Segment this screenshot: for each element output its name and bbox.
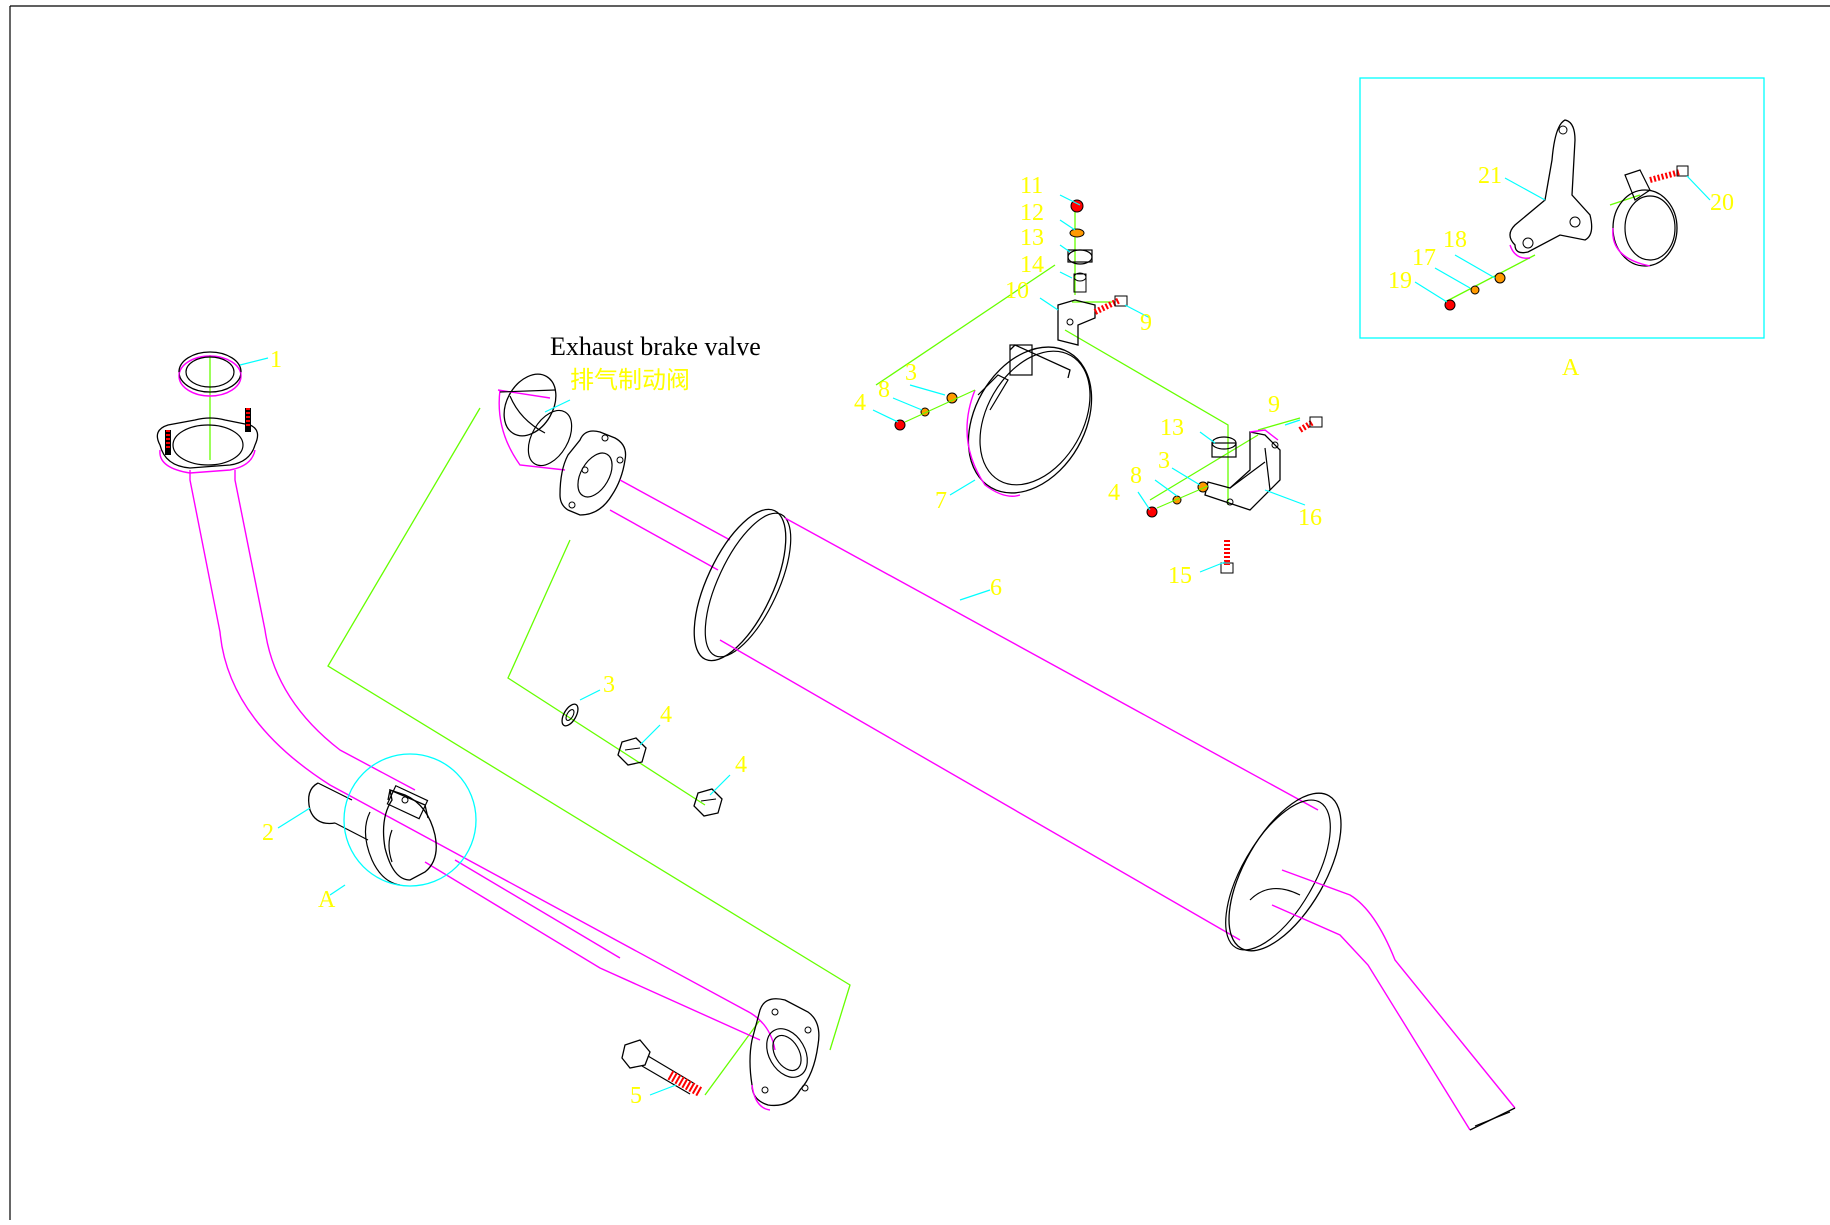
callout-7: 7 [935, 488, 947, 514]
leader-lines [239, 175, 1711, 1096]
callout-3-right: 3 [1158, 448, 1170, 474]
callout-9-right: 9 [1268, 392, 1280, 418]
title-english: Exhaust brake valve [550, 332, 761, 361]
callout-11: 11 [1020, 173, 1043, 199]
title-chinese: 排气制动阀 [570, 366, 690, 394]
callout-1: 1 [270, 347, 282, 373]
detail-a-parts [1444, 119, 1689, 311]
callout-18: 18 [1443, 227, 1467, 253]
callout-4-mid-a: 4 [660, 702, 672, 728]
valve-flange [559, 430, 627, 516]
callout-17: 17 [1412, 245, 1436, 271]
callout-12: 12 [1020, 200, 1044, 226]
detail-a-box-label: A [1562, 355, 1580, 381]
callout-15: 15 [1168, 563, 1192, 589]
washer-nut-set-mid [561, 703, 723, 817]
callout-2: 2 [262, 820, 274, 846]
callout-10: 10 [1005, 278, 1029, 304]
detail-a-box [1359, 77, 1765, 339]
callout-20: 20 [1710, 190, 1734, 216]
bracket-16 [1146, 416, 1323, 574]
gasket-ring [178, 351, 242, 397]
callout-4-right: 4 [1108, 480, 1120, 506]
exhaust-brake-valve [497, 373, 573, 471]
mount-stack [1057, 199, 1128, 346]
detail-a-circle [343, 753, 477, 887]
callout-9-top: 9 [1140, 310, 1152, 336]
callout-labels: 1 2 3 3 3 4 4 4 4 5 6 7 8 8 9 9 10 11 12… [262, 163, 1734, 1109]
callout-13-top: 13 [1020, 225, 1044, 251]
callout-3-mid: 3 [603, 672, 615, 698]
callout-8-left: 8 [878, 377, 890, 403]
bolt-5 [621, 1039, 703, 1097]
detail-a-circle-label: A [318, 887, 336, 913]
callout-3-left: 3 [905, 360, 917, 386]
callout-19: 19 [1388, 268, 1412, 294]
callout-13-right: 13 [1160, 415, 1184, 441]
front-pipe [156, 408, 820, 1111]
fastener-set-left [894, 389, 976, 431]
callout-16: 16 [1298, 505, 1322, 531]
callout-8-right: 8 [1130, 463, 1142, 489]
callout-5: 5 [630, 1083, 642, 1109]
strap-clamp-7 [966, 344, 1093, 497]
callout-6: 6 [990, 575, 1002, 601]
callout-4-left: 4 [854, 390, 866, 416]
callout-14: 14 [1020, 252, 1044, 278]
muffler [609, 479, 1516, 1131]
callout-21: 21 [1478, 163, 1502, 189]
assembly-lines [209, 194, 1641, 1096]
callout-4-mid-b: 4 [735, 752, 747, 778]
